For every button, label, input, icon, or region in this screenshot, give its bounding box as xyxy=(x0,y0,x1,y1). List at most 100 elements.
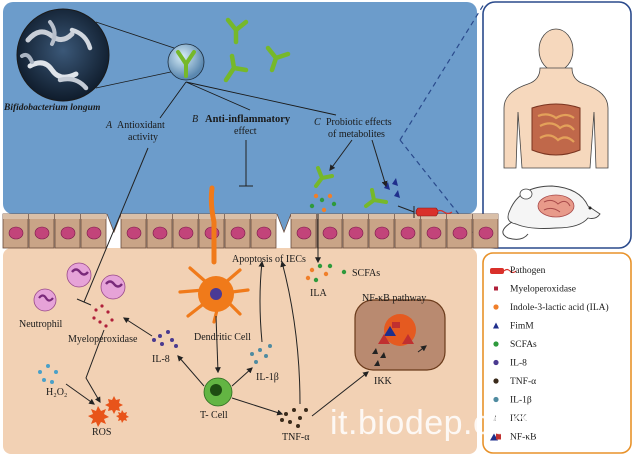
legend-item: Pathogen xyxy=(490,266,546,276)
arrow-tcell-il8 xyxy=(177,355,205,387)
epithelial-cell xyxy=(2,213,29,249)
epithelial-cell xyxy=(472,213,499,249)
pathogen-icon xyxy=(415,207,439,217)
legend-item: Myeloperoxidase xyxy=(494,285,576,295)
h2o2-label: H₂O₂ xyxy=(46,387,67,398)
legend-item: IL-1β xyxy=(493,396,532,406)
arrow-il8-mpo xyxy=(122,317,153,337)
lens-connector-upper xyxy=(95,21,181,51)
mouse-intestine-icon xyxy=(537,194,575,218)
branch-lines xyxy=(159,81,337,119)
legend-label: Indole-3-lactic acid (ILA) xyxy=(510,302,609,313)
apoptosis-label: Apoptosis of IECs xyxy=(232,254,306,265)
epithelial-cell xyxy=(54,213,81,249)
epithelial-layer xyxy=(2,213,499,249)
epithelial-cell xyxy=(394,213,421,249)
bifidobacteria-cluster xyxy=(223,17,291,83)
arrow-to-metabolites-1 xyxy=(329,139,353,171)
tcell-label: T- Cell xyxy=(200,410,228,421)
epithelial-gap xyxy=(106,213,122,234)
mechanism-c-text-2: of metabolites xyxy=(328,129,385,140)
inhibit-dendritic xyxy=(239,140,253,187)
neutrophils xyxy=(33,262,126,312)
triangle-icon xyxy=(493,322,499,329)
legend-item: NF-κB xyxy=(490,433,536,443)
dendritic-cell xyxy=(178,185,250,324)
bacterium-name: Bifidobacterium longum xyxy=(3,103,100,113)
mechanism-a-text-2: activity xyxy=(128,132,158,143)
arrow-mpo-ros xyxy=(85,329,105,404)
watermark: it.biodep.com xyxy=(330,404,539,442)
ros-label: ROS xyxy=(92,427,111,438)
pathogen-icon xyxy=(490,268,504,274)
ikk-label: IKK xyxy=(374,376,393,387)
il8-dots xyxy=(152,330,178,348)
lamina-propria-area xyxy=(3,248,477,454)
lumen-metabolites xyxy=(309,166,453,218)
square-dot-icon xyxy=(494,286,498,291)
mechanism-b-text-2: effect xyxy=(234,126,257,137)
nfkb-pathway-box xyxy=(354,299,446,371)
tnfa-label: TNF-α xyxy=(282,432,310,443)
nfkb-icon xyxy=(490,433,501,441)
mechanism-a-text: Antioxidant xyxy=(117,120,165,131)
legend-label: IL-8 xyxy=(510,359,527,369)
arrow-tcell-tnfa xyxy=(231,397,284,416)
intestine-icon xyxy=(531,103,581,156)
epithelial-cell xyxy=(342,213,369,249)
myeloperoxidase-dots xyxy=(92,304,114,328)
legend-item: IKK xyxy=(493,414,527,424)
arrow-il1b-apoptosis xyxy=(258,260,265,343)
tnfa-dots xyxy=(280,408,308,428)
epithelial-cell xyxy=(120,213,147,249)
legend-item: Indole-3-lactic acid (ILA) xyxy=(493,302,609,313)
epithelial-cell xyxy=(316,213,343,249)
legend-label: Pathogen xyxy=(510,266,546,276)
lens-connector-lower xyxy=(95,69,181,89)
il1b-label: IL-1β xyxy=(256,372,279,383)
arrow-tnfa-ikk xyxy=(311,371,369,417)
dot-icon xyxy=(493,396,499,403)
inhibit-pathogen xyxy=(397,205,415,218)
mouse-icon xyxy=(502,185,601,240)
bacterium-micrograph xyxy=(16,8,110,102)
ikk-symbols xyxy=(372,348,386,366)
scfas-label: SCFAs xyxy=(352,268,380,279)
arrow-tnfa-apoptosis xyxy=(280,260,301,405)
mechanism-b-text: Anti-inflammatory xyxy=(205,114,291,125)
dot-icon xyxy=(493,378,499,384)
nfkb-pathway-label: NF-κB pathway xyxy=(362,293,426,304)
mechanism-a-letter: A xyxy=(105,120,113,131)
half-triangle-icon xyxy=(493,415,496,421)
legend-item: IL-8 xyxy=(493,359,527,369)
legend-panel xyxy=(482,252,632,454)
arrow-h2o2-ros xyxy=(65,383,95,405)
ros-stars xyxy=(88,396,129,427)
ila-label: ILA xyxy=(310,288,327,299)
mechanism-b-letter: B xyxy=(192,114,198,125)
myeloperoxidase-label: Myeloperoxidase xyxy=(68,334,138,345)
epithelial-cell xyxy=(446,213,473,249)
bacterium-y-icon xyxy=(176,50,196,78)
epithelial-cell xyxy=(28,213,55,249)
dot-icon xyxy=(493,304,499,310)
epithelial-cell xyxy=(172,213,199,249)
ila-scfas-cluster xyxy=(305,263,347,283)
il1b-dots xyxy=(250,344,272,364)
legend-label: SCFAs xyxy=(510,340,537,350)
legend-label: FimM xyxy=(510,322,534,332)
arrow-to-metabolites-2 xyxy=(371,139,388,188)
epithelial-cell xyxy=(224,213,251,249)
mechanism-c-text: Probiotic effects xyxy=(326,117,392,128)
legend-item: FimM xyxy=(493,322,534,332)
il8-label: IL-8 xyxy=(152,354,170,365)
arrow-dendritic-tcell xyxy=(214,315,221,374)
epithelial-cell xyxy=(80,213,107,249)
dot-icon xyxy=(493,359,499,366)
lumen-area xyxy=(3,2,477,214)
mechanism-c-letter: C xyxy=(314,117,321,128)
epithelial-cell xyxy=(368,213,395,249)
